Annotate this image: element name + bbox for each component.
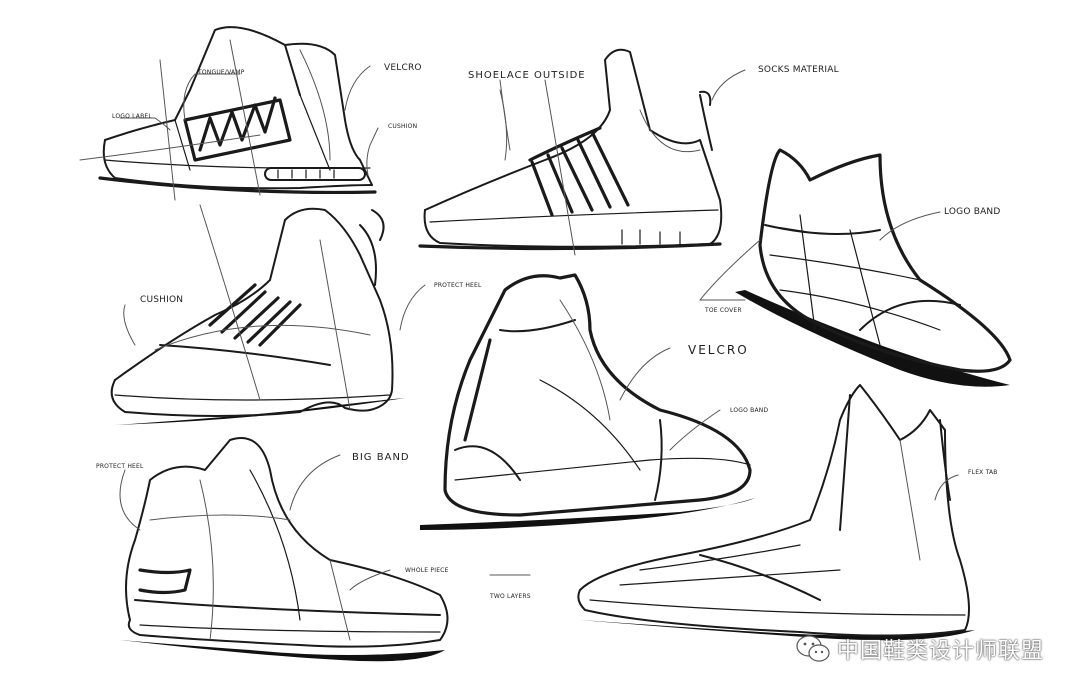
- label-cushion-top: CUSHION: [388, 123, 417, 130]
- label-protect-heel-mid: PROTECT HEEL: [434, 282, 482, 289]
- label-tongue: TONGUE/VAMP: [197, 69, 245, 76]
- watermark-text: 中国鞋类设计师联盟: [836, 639, 1044, 664]
- wechat-icon: [796, 635, 830, 662]
- label-whole-piece: WHOLE PIECE: [405, 567, 449, 574]
- label-socks: SOCKS MATERIAL: [758, 65, 839, 75]
- shoe-sketch-1: [79, 26, 377, 201]
- label-shoelace: SHOELACE OUTSIDE: [468, 70, 586, 81]
- watermark: 中国鞋类设计师联盟: [795, 633, 1044, 665]
- label-protect-heel-left: PROTECT HEEL: [96, 463, 144, 470]
- label-big-band: BIG BAND: [352, 452, 410, 463]
- shoe-sketch-6: [120, 437, 449, 662]
- label-logo-band-right: LOGO BAND: [944, 207, 1001, 217]
- label-flex-tab: FLEX TAB: [968, 469, 998, 476]
- label-logo-label: LOGO LABEL: [112, 113, 152, 120]
- shoe-sketch-3: [699, 148, 1012, 387]
- label-logo-band-mid: LOGO BAND: [730, 407, 768, 414]
- shoe-sketch-4: [110, 204, 405, 425]
- label-cushion-mid: CUSHION: [140, 295, 183, 305]
- label-two-layers: TWO LAYERS: [489, 593, 531, 600]
- shoe-sketch-7: [577, 384, 975, 641]
- annotation-leaders: [119, 65, 959, 591]
- shoe-sketch-5: [420, 273, 755, 530]
- label-velcro-top: VELCRO: [384, 63, 422, 73]
- shoe-sketch-2: [418, 48, 723, 256]
- label-velcro-mid: VELCRO: [688, 343, 749, 357]
- label-toe-cover: TOE COVER: [704, 307, 742, 314]
